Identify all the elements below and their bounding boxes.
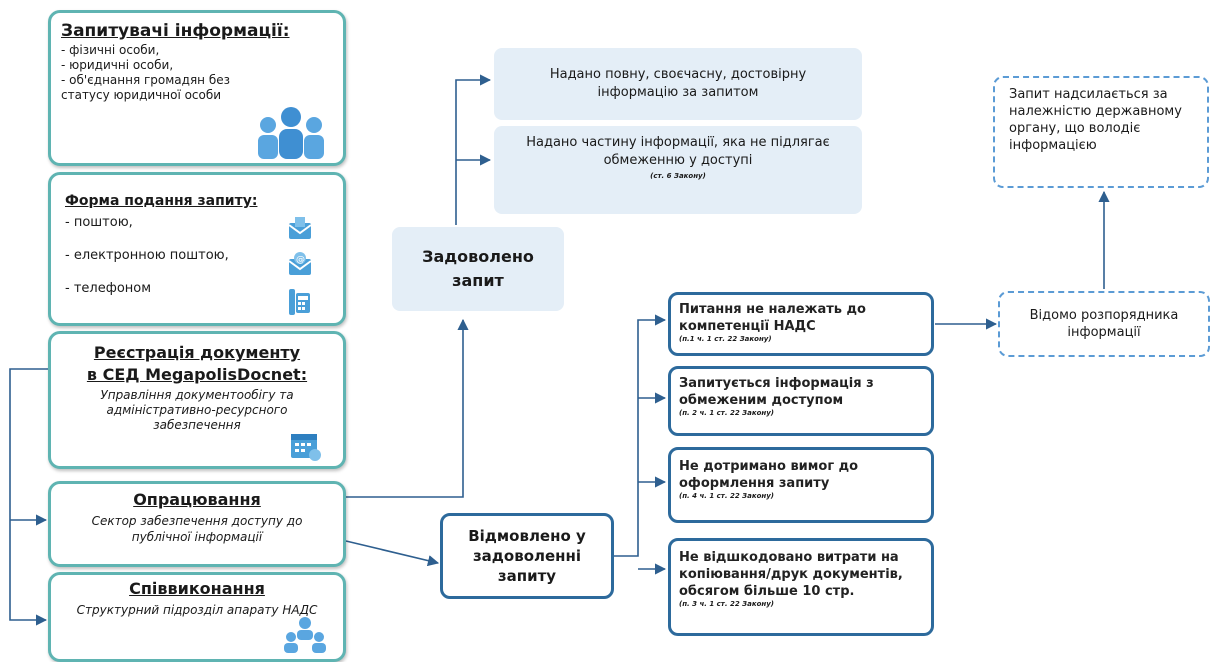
partial-info-box: Надано частину інформації, яка не підляг… [494, 126, 862, 214]
reason-ref: (п.1 ч. 1 ст. 22 Закону) [679, 335, 772, 343]
requesters-box: Запитувачі інформації: - фізичні особи, … [48, 10, 346, 166]
processing-title: Опрацювання [133, 490, 261, 509]
registration-box: Реєстрація документу в СЕД MegapolisDocn… [48, 331, 346, 469]
form-title: Форма подання запиту: [65, 193, 258, 209]
reason-ref: (п. 4 ч. 1 ст. 22 Закону) [679, 492, 774, 500]
form-item-phone: - телефоном [65, 281, 152, 296]
to-full-info-arrow [455, 74, 492, 225]
registration-title-line2: в СЕД MegapolisDocnet: [86, 365, 308, 384]
partial-info-text: Надано частину інформації, яка не підляг… [526, 135, 830, 168]
left-bracket-arrow [9, 368, 48, 626]
reason-box-competence: Питання не належать до компетенції НАДС … [668, 292, 934, 356]
requester-item: - фізичні особи, [61, 43, 160, 57]
svg-text:@: @ [296, 255, 305, 265]
coexecution-subtitle: Структурний підрозділ апарату НАДС [76, 603, 318, 617]
full-info-text: Надано повну, своєчасну, достовірну інфо… [549, 67, 807, 100]
forwarded-box: Запит надсилається за належністю державн… [993, 76, 1209, 188]
registration-subtitle: Управління документообігу та адміністрат… [100, 388, 294, 432]
requester-item: - юридичні особи, [61, 58, 174, 72]
satisfied-label: Задоволено запит [422, 247, 534, 290]
requesters-title: Запитувачі інформації: [61, 21, 290, 41]
refused-label: Відмовлено у задоволенні запиту [468, 527, 586, 585]
email-icon: @ [288, 252, 312, 275]
full-info-box: Надано повну, своєчасну, достовірну інфо… [494, 48, 862, 120]
known-holder-box: Відомо розпорядника інформації [998, 291, 1210, 357]
reason-text: Не дотримано вимог до оформлення запиту [679, 459, 859, 491]
partial-info-ref: (ст. 6 Закону) [650, 172, 706, 180]
processing-box: Опрацювання Сектор забезпечення доступу … [48, 481, 346, 567]
reason-text: Питання не належать до компетенції НАДС [679, 302, 866, 334]
requester-item: - об'єднання громадян без статусу юридич… [61, 73, 231, 102]
reason-text: Запитується інформація з обмеженим досту… [679, 376, 874, 408]
reason-box-format: Не дотримано вимог до оформлення запиту … [668, 447, 934, 523]
people-group-icon [258, 107, 324, 159]
mail-icon [288, 217, 312, 239]
reason-box-costs: Не відшкодовано витрати на копіювання/др… [668, 538, 934, 636]
known-holder-text: Відомо розпорядника інформації [1029, 308, 1179, 340]
forwarded-text: Запит надсилається за належністю державн… [1009, 87, 1182, 153]
reason-ref: (п. 3 ч. 1 ст. 22 Закону) [679, 600, 774, 608]
calendar-icon [291, 434, 321, 461]
reason-ref: (п. 2 ч. 1 ст. 22 Закону) [679, 409, 774, 417]
processing-subtitle: Сектор забезпечення доступу до публічної… [91, 514, 303, 544]
coexecution-title: Співвиконання [129, 579, 265, 598]
refused-box: Відмовлено у задоволенні запиту [440, 513, 614, 599]
form-item-post: - поштою, [65, 215, 133, 230]
satisfied-box: Задоволено запит [392, 227, 564, 311]
reason-box-restricted: Запитується інформація з обмеженим досту… [668, 366, 934, 436]
processing-to-refused-arrow [345, 540, 440, 567]
registration-title-line1: Реєстрація документу [93, 343, 301, 362]
phone-icon [289, 289, 310, 315]
form-box: Форма подання запиту: - поштою, - електр… [48, 172, 346, 326]
coexecution-box: Співвиконання Структурний підрозділ апар… [48, 572, 346, 662]
team-icon [284, 617, 326, 653]
form-item-email: - електронною поштою, [65, 248, 229, 263]
to-reason-1-arrow [614, 314, 667, 557]
reason-text: Не відшкодовано витрати на копіювання/др… [679, 550, 903, 599]
processing-to-satisfied-arrow [346, 318, 469, 498]
